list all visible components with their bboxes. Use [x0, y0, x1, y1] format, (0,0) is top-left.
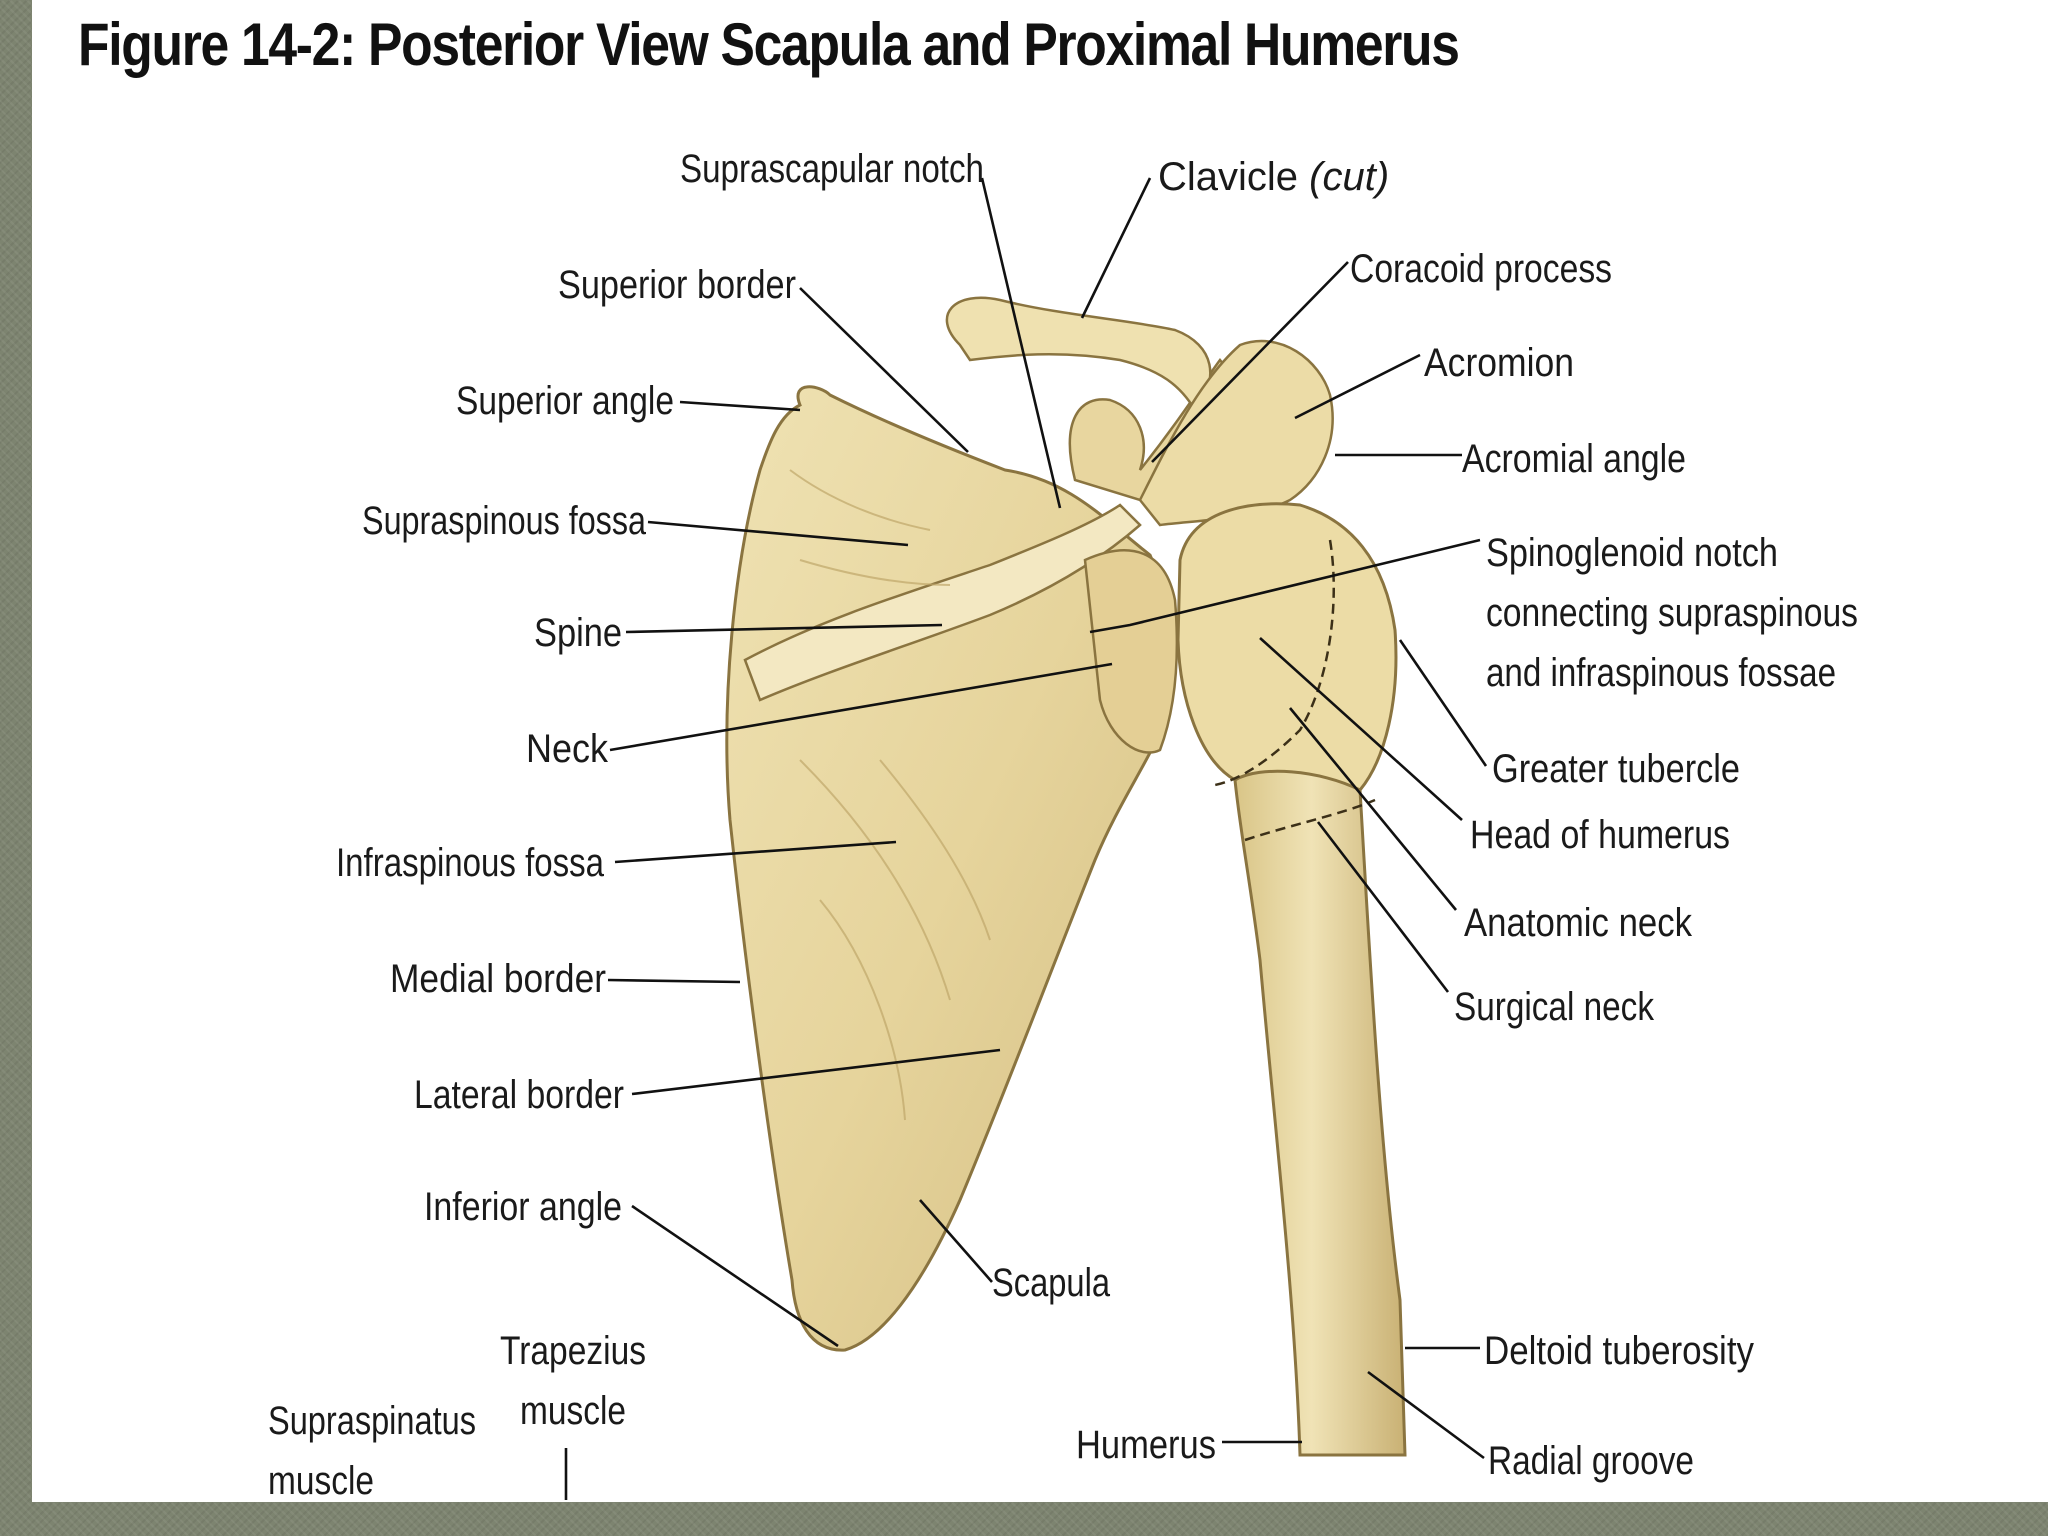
label-deltoid-tuberosity: Deltoid tuberosity — [1484, 1329, 1754, 1373]
leader-scapula — [919, 1199, 993, 1283]
leader-suprascapular-notch — [980, 177, 1062, 509]
leader-supraspinous-fossa — [647, 520, 909, 547]
glenoid-region — [1083, 549, 1179, 754]
diagram-labels: Suprascapular notch Clavicle (cut) Super… — [268, 147, 1858, 1503]
humerus-shaft — [1233, 767, 1407, 1457]
leader-greater-tubercle — [1398, 639, 1488, 767]
label-infraspinous-fossa: Infraspinous fossa — [336, 841, 605, 885]
label-surgical-neck: Surgical neck — [1454, 985, 1655, 1029]
label-spinoglenoid-notch-1: Spinoglenoid notch — [1486, 531, 1778, 575]
label-suprascapular-notch: Suprascapular notch — [680, 147, 984, 191]
label-inferior-angle: Inferior angle — [424, 1185, 622, 1229]
leader-head-of-humerus — [1259, 637, 1463, 821]
label-greater-tubercle: Greater tubercle — [1492, 747, 1740, 791]
label-spinoglenoid-notch-3: and infraspinous fossae — [1486, 651, 1836, 695]
label-superior-angle: Superior angle — [456, 379, 674, 423]
leader-inferior-angle — [631, 1204, 839, 1348]
label-coracoid-process: Coracoid process — [1350, 247, 1612, 291]
leader-lateral-border — [631, 1048, 1001, 1096]
label-anatomic-neck: Anatomic neck — [1464, 901, 1693, 945]
label-radial-groove: Radial groove — [1488, 1439, 1694, 1483]
figure-title: Figure 14-2: Posterior View Scapula and … — [78, 11, 1460, 78]
leader-surgical-neck — [1316, 821, 1450, 993]
leader-lines — [564, 177, 1488, 1500]
supraspinous-texture — [789, 469, 951, 586]
leader-infraspinous-fossa — [614, 840, 897, 864]
leader-acromion — [1294, 353, 1421, 420]
label-humerus: Humerus — [1076, 1423, 1216, 1467]
anatomic-neck-line — [1214, 539, 1335, 787]
label-clavicle-cut: (cut) — [1309, 155, 1389, 199]
surgical-neck-line — [1244, 798, 1376, 842]
label-acromion: Acromion — [1424, 341, 1574, 385]
leader-radial-groove — [1367, 1370, 1485, 1460]
label-superior-border: Superior border — [558, 263, 796, 307]
infraspinous-texture — [799, 759, 991, 1121]
label-lateral-border: Lateral border — [414, 1073, 624, 1117]
scapula-spine-shape — [743, 503, 1142, 702]
leader-clavicle — [1080, 177, 1152, 319]
label-supraspinous-fossa: Supraspinous fossa — [362, 499, 647, 543]
leader-superior-border — [799, 287, 969, 453]
leader-anatomic-neck — [1288, 707, 1458, 911]
leader-spine — [625, 623, 943, 634]
leader-coracoid — [1151, 261, 1349, 463]
label-supraspinatus-1: Supraspinatus — [268, 1399, 476, 1443]
label-acromial-angle: Acromial angle — [1462, 437, 1686, 481]
label-supraspinatus-2: muscle — [268, 1459, 374, 1503]
clavicle-shape — [945, 296, 1212, 413]
humeral-head-shape — [1176, 502, 1398, 792]
label-neck: Neck — [526, 727, 609, 771]
label-clavicle-name: Clavicle — [1158, 155, 1298, 199]
label-spinoglenoid-notch-2: connecting supraspinous — [1486, 591, 1858, 635]
label-trapezius-1: Trapezius — [500, 1329, 646, 1373]
label-spine: Spine — [534, 611, 622, 655]
leader-superior-angle — [679, 400, 801, 412]
label-scapula: Scapula — [992, 1261, 1111, 1305]
label-medial-border: Medial border — [390, 957, 606, 1001]
label-head-of-humerus: Head of humerus — [1470, 813, 1730, 857]
leader-spinoglenoid-notch — [1089, 538, 1481, 634]
leader-medial-border — [607, 978, 741, 984]
label-clavicle: Clavicle (cut) — [1158, 155, 1389, 199]
label-trapezius-2: muscle — [520, 1389, 626, 1433]
leader-neck — [609, 662, 1113, 752]
